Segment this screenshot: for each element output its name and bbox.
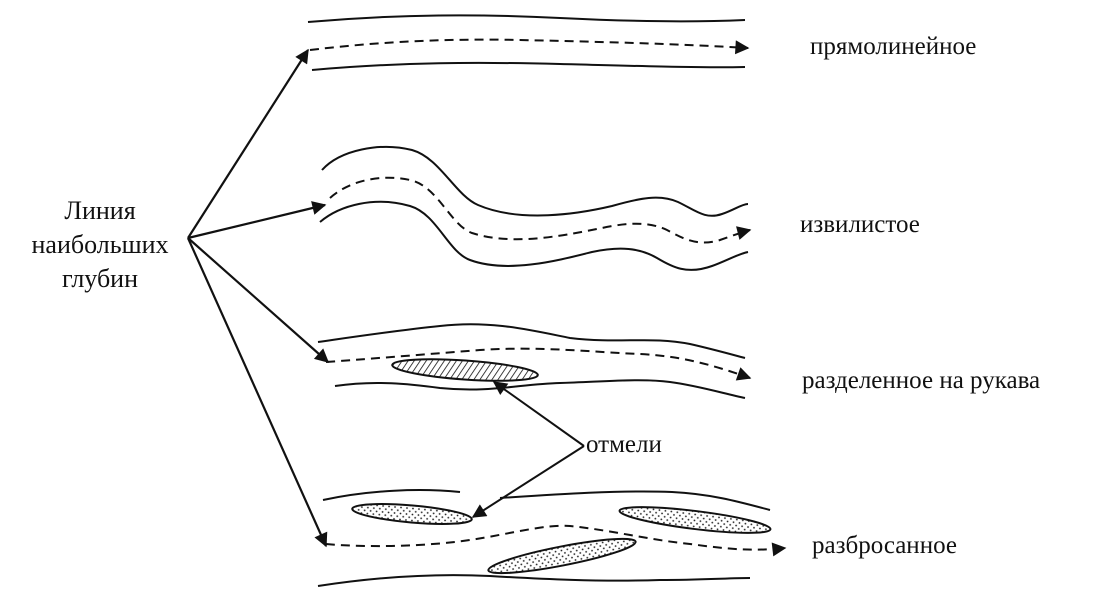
thalweg-label-line-1: Линия [64, 196, 136, 225]
label-scattered: разбросанное [812, 532, 957, 559]
label-winding: извилистое [800, 211, 920, 238]
thalweg-arrows [186, 48, 330, 548]
straight-channel [307, 14, 750, 71]
branched-channel [317, 323, 752, 399]
thalweg-label-line-2: наибольших [31, 230, 169, 259]
arrow-to-straight [187, 48, 309, 239]
shoal-dotted-3 [487, 537, 637, 575]
branched-bank-top [317, 323, 746, 359]
arrow-to-winding [187, 201, 327, 240]
shoal-hatched [391, 358, 539, 382]
winding-channel [319, 145, 752, 271]
branched-bank-bottom [334, 379, 746, 399]
shoals-arrows [471, 381, 585, 518]
shoal-dotted-2 [618, 506, 772, 534]
straight-bank-bottom [311, 61, 746, 71]
winding-bank-bottom [319, 200, 749, 271]
scattered-bank-top-left [322, 489, 461, 501]
shoal-dotted-1 [351, 503, 473, 525]
straight-bank-top [307, 14, 746, 23]
arrow-to-scattered [186, 237, 328, 548]
scattered-bank-bottom [317, 574, 751, 587]
scattered-bank-top-right [499, 490, 771, 511]
winding-thalweg [329, 176, 752, 244]
winding-bank-top [321, 145, 749, 217]
scattered-thalweg [325, 524, 787, 557]
scattered-channel [317, 489, 787, 587]
arrow-to-shoal-dotted [471, 445, 585, 518]
label-straight: прямолинейное [810, 33, 977, 60]
label-shoals: отмели [586, 431, 662, 458]
thalweg-label-line-3: глубин [61, 264, 139, 293]
thalweg-label: Линия наибольших глубин [10, 194, 190, 296]
branched-thalweg [325, 347, 752, 381]
arrow-to-branched [187, 237, 330, 363]
straight-thalweg [309, 38, 750, 55]
arrow-to-shoal-hatched [492, 381, 585, 447]
label-branched: разделенное на рукава [802, 367, 1041, 394]
